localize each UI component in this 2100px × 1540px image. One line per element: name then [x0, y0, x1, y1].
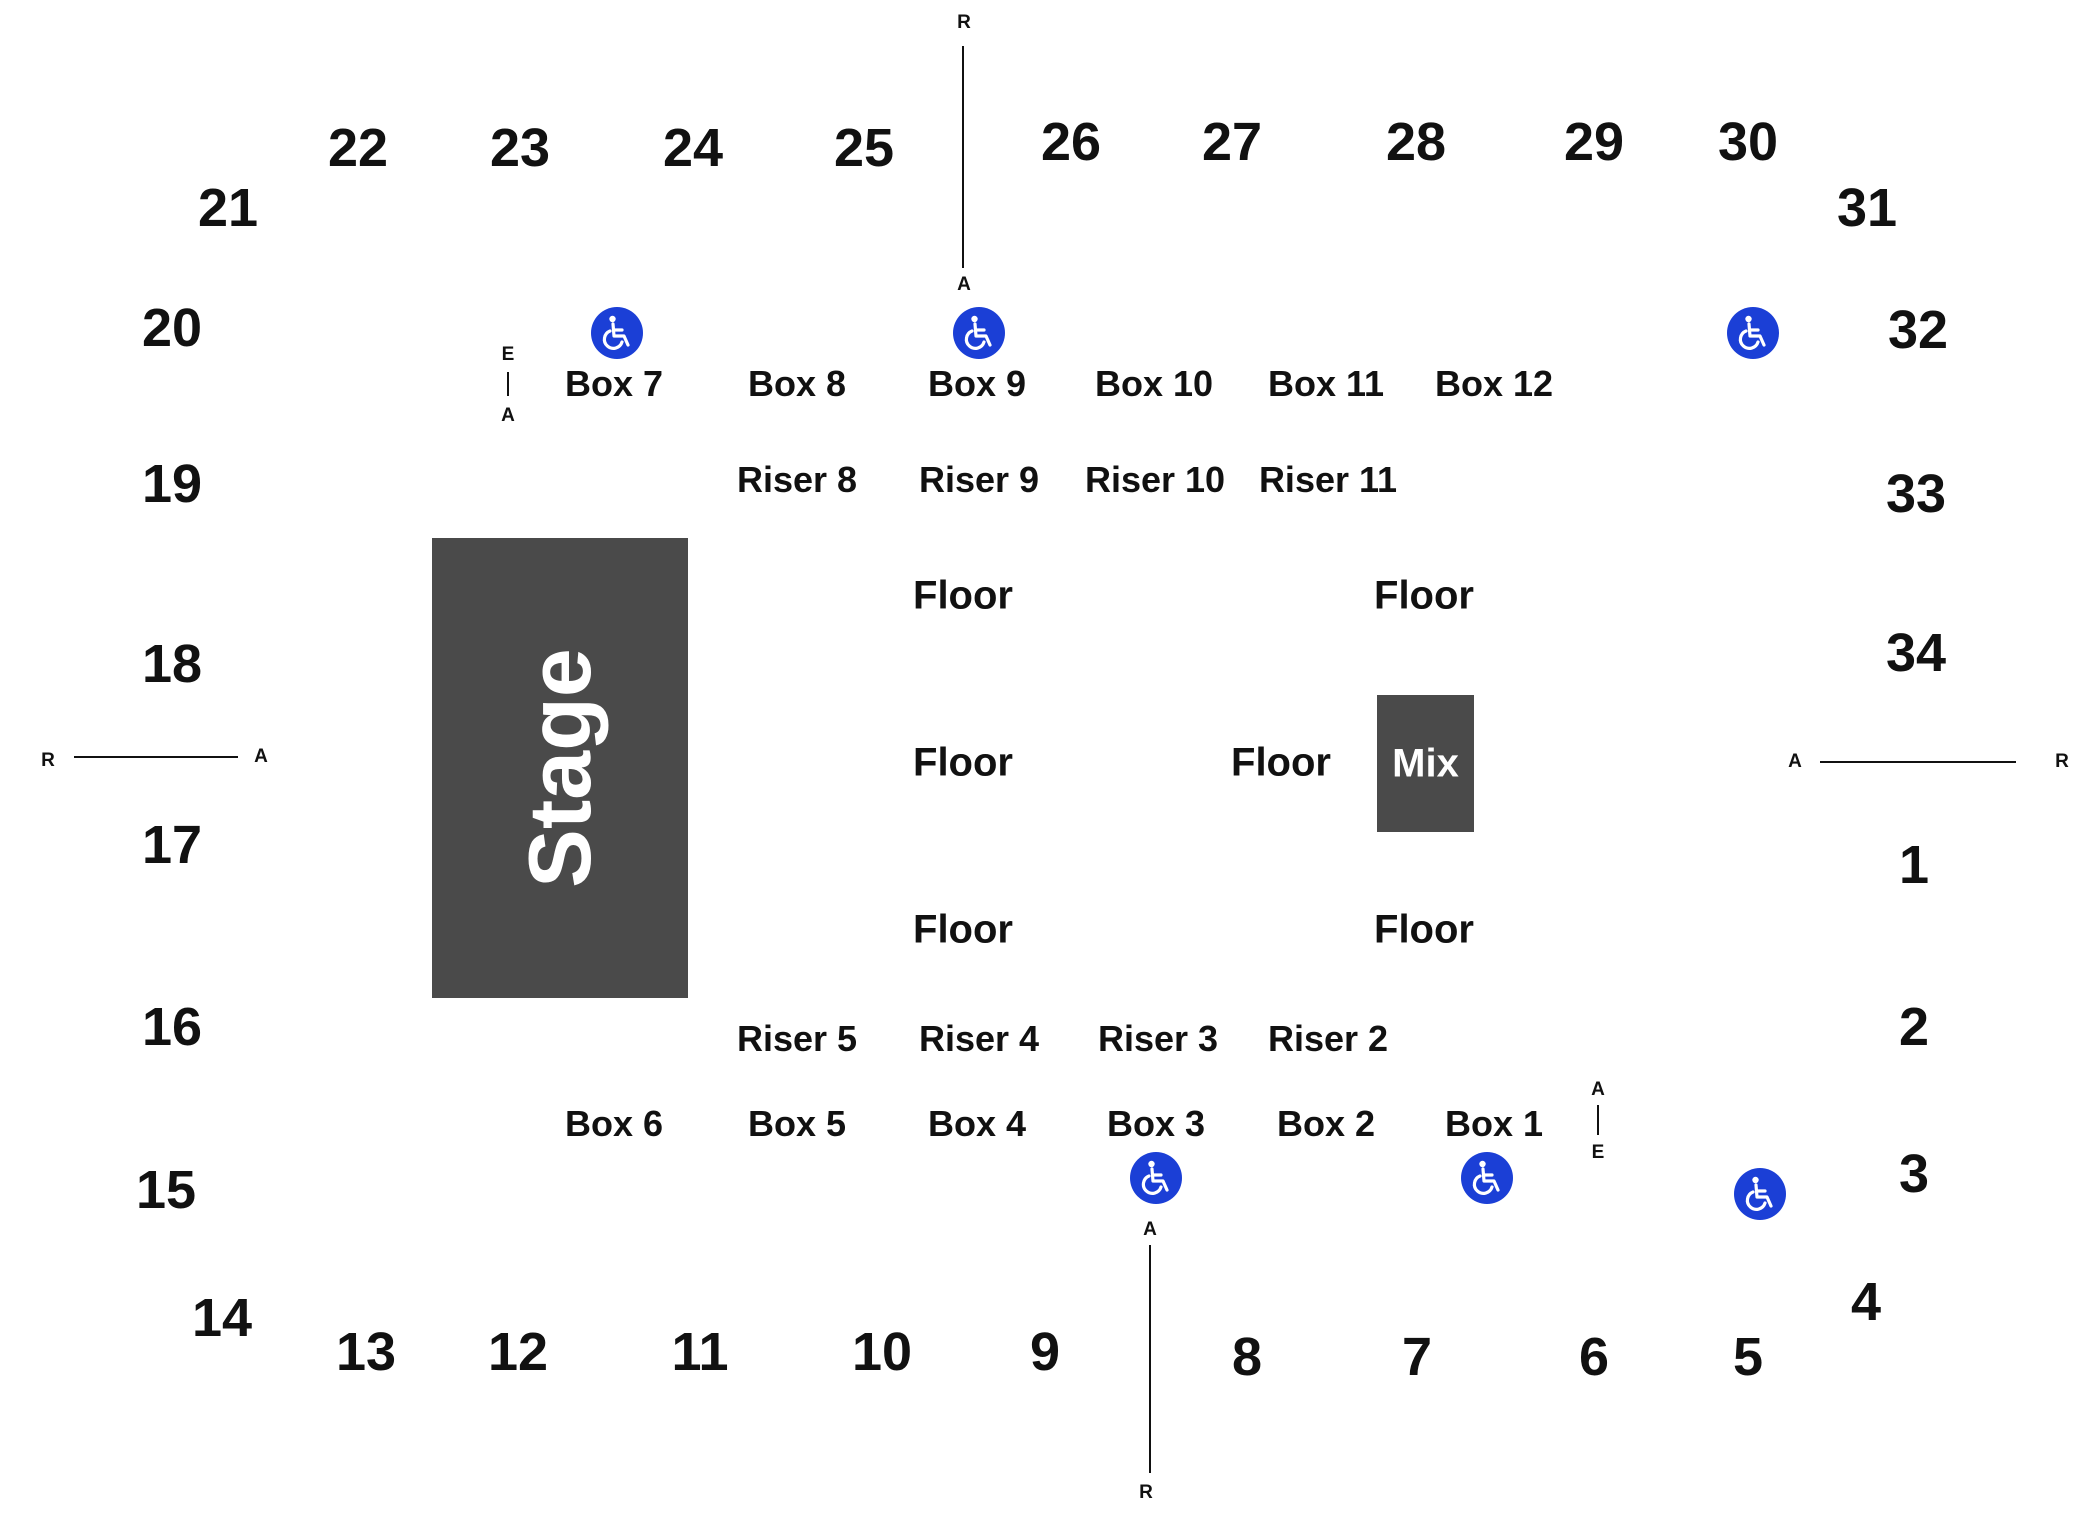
- aisle-marker-r: R: [2055, 751, 2069, 772]
- riser-4[interactable]: Riser 4: [918, 1018, 1040, 1059]
- section-11[interactable]: 11: [671, 1322, 729, 1382]
- entry-marker-a: A: [501, 405, 515, 426]
- section-24[interactable]: 24: [662, 118, 724, 178]
- entry-marker-e: E: [501, 344, 515, 365]
- section-2[interactable]: 2: [1898, 997, 1930, 1057]
- floor-section[interactable]: Floor: [1374, 907, 1474, 952]
- aisle-marker-a: A: [957, 274, 971, 295]
- section-9[interactable]: 9: [1029, 1322, 1061, 1382]
- box-3[interactable]: Box 3: [1106, 1103, 1206, 1144]
- floor-section[interactable]: Floor: [1374, 573, 1474, 618]
- riser-11[interactable]: Riser 11: [1258, 459, 1398, 500]
- section-12[interactable]: 12: [487, 1322, 549, 1382]
- entry-line: [507, 372, 509, 396]
- riser-10[interactable]: Riser 10: [1084, 459, 1226, 500]
- box-2[interactable]: Box 2: [1276, 1103, 1376, 1144]
- section-20[interactable]: 20: [141, 298, 203, 358]
- mix-position: Mix: [1377, 695, 1474, 832]
- section-30[interactable]: 30: [1717, 112, 1779, 172]
- section-16[interactable]: 16: [141, 997, 203, 1057]
- section-13[interactable]: 13: [335, 1322, 397, 1382]
- mix-label: Mix: [1392, 741, 1459, 785]
- riser-3[interactable]: Riser 3: [1097, 1018, 1219, 1059]
- section-33[interactable]: 33: [1885, 464, 1947, 524]
- aisle-line: [1820, 761, 2016, 763]
- floor-section[interactable]: Floor: [913, 573, 1013, 618]
- stage: Stage: [432, 538, 688, 998]
- floor-section[interactable]: Floor: [913, 740, 1013, 785]
- aisle-marker-r: R: [957, 12, 971, 33]
- aisle-marker-r: R: [41, 750, 55, 771]
- entry-line: [1597, 1105, 1599, 1135]
- section-23[interactable]: 23: [489, 118, 551, 178]
- section-17[interactable]: 17: [141, 815, 203, 875]
- box-4[interactable]: Box 4: [927, 1103, 1027, 1144]
- section-25[interactable]: 25: [833, 118, 895, 178]
- section-19[interactable]: 19: [141, 454, 203, 514]
- entry-marker-e: E: [1591, 1142, 1605, 1163]
- section-18[interactable]: 18: [141, 634, 203, 694]
- section-28[interactable]: 28: [1385, 112, 1447, 172]
- section-6[interactable]: 6: [1578, 1327, 1610, 1387]
- box-7[interactable]: Box 7: [564, 363, 664, 404]
- aisle-marker-r: R: [1139, 1482, 1153, 1503]
- section-34[interactable]: 34: [1885, 623, 1947, 683]
- stage-label: Stage: [510, 648, 609, 888]
- section-29[interactable]: 29: [1563, 112, 1625, 172]
- wheelchair-icon[interactable]: [1734, 1168, 1786, 1220]
- section-22[interactable]: 22: [327, 118, 389, 178]
- section-10[interactable]: 10: [851, 1322, 913, 1382]
- riser-8[interactable]: Riser 8: [736, 459, 858, 500]
- box-12[interactable]: Box 12: [1434, 363, 1554, 404]
- box-9[interactable]: Box 9: [927, 363, 1027, 404]
- riser-2[interactable]: Riser 2: [1267, 1018, 1389, 1059]
- section-32[interactable]: 32: [1887, 300, 1949, 360]
- section-7[interactable]: 7: [1401, 1327, 1433, 1387]
- wheelchair-icon[interactable]: [1461, 1152, 1513, 1204]
- box-5[interactable]: Box 5: [747, 1103, 847, 1144]
- box-6[interactable]: Box 6: [564, 1103, 664, 1144]
- section-15[interactable]: 15: [135, 1160, 197, 1220]
- wheelchair-icon[interactable]: [1130, 1152, 1182, 1204]
- aisle-marker-a: A: [1788, 751, 1802, 772]
- riser-5[interactable]: Riser 5: [736, 1018, 858, 1059]
- box-10[interactable]: Box 10: [1094, 363, 1214, 404]
- aisle-line: [962, 46, 964, 268]
- aisle-marker-a: A: [254, 746, 268, 767]
- wheelchair-icon[interactable]: [591, 307, 643, 359]
- floor-section[interactable]: Floor: [1231, 740, 1331, 785]
- section-27[interactable]: 27: [1201, 112, 1263, 172]
- riser-9[interactable]: Riser 9: [918, 459, 1040, 500]
- box-8[interactable]: Box 8: [747, 363, 847, 404]
- wheelchair-icon[interactable]: [1727, 307, 1779, 359]
- aisle-line: [74, 756, 238, 758]
- section-8[interactable]: 8: [1231, 1327, 1263, 1387]
- wheelchair-icon[interactable]: [953, 307, 1005, 359]
- section-26[interactable]: 26: [1040, 112, 1102, 172]
- section-3[interactable]: 3: [1898, 1144, 1930, 1204]
- section-4[interactable]: 4: [1850, 1272, 1882, 1332]
- entry-marker-a: A: [1591, 1079, 1605, 1100]
- section-5[interactable]: 5: [1732, 1327, 1764, 1387]
- aisle-line: [1149, 1245, 1151, 1473]
- section-1[interactable]: 1: [1898, 835, 1930, 895]
- section-31[interactable]: 31: [1836, 178, 1898, 238]
- floor-section[interactable]: Floor: [913, 907, 1013, 952]
- section-14[interactable]: 14: [191, 1288, 253, 1348]
- aisle-marker-a: A: [1143, 1219, 1157, 1240]
- section-21[interactable]: 21: [197, 178, 259, 238]
- box-11[interactable]: Box 11: [1267, 363, 1385, 404]
- box-1[interactable]: Box 1: [1444, 1103, 1544, 1144]
